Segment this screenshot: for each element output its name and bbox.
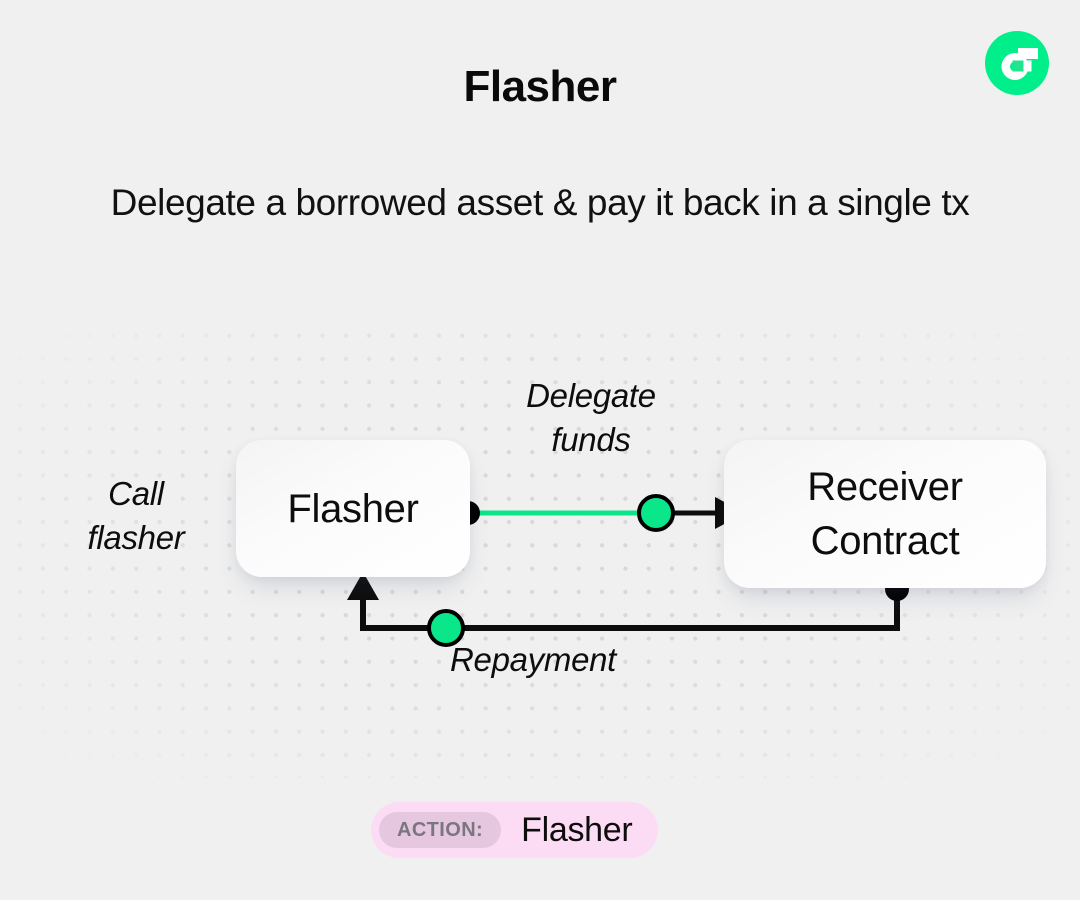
edge-label-call-flasher: Call flasher (87, 475, 185, 556)
node-receiver-label: Receiver Contract (807, 465, 963, 563)
action-badge-tag: ACTION: (379, 812, 502, 848)
flow-logo-icon (985, 31, 1049, 95)
node-receiver-contract[interactable]: Receiver Contract (724, 440, 1046, 588)
page-subtitle: Delegate a borrowed asset & pay it back … (110, 182, 970, 223)
node-flasher[interactable]: Flasher (236, 440, 470, 577)
action-badge-value: Flasher (521, 810, 633, 849)
edge-label-delegate-funds: Delegate funds (526, 377, 656, 458)
node-flasher-label: Flasher (287, 486, 419, 531)
action-badge[interactable]: ACTION: Flasher (371, 802, 659, 858)
edge-label-repayment: Repayment (450, 641, 617, 678)
page-title: Flasher (463, 62, 617, 111)
